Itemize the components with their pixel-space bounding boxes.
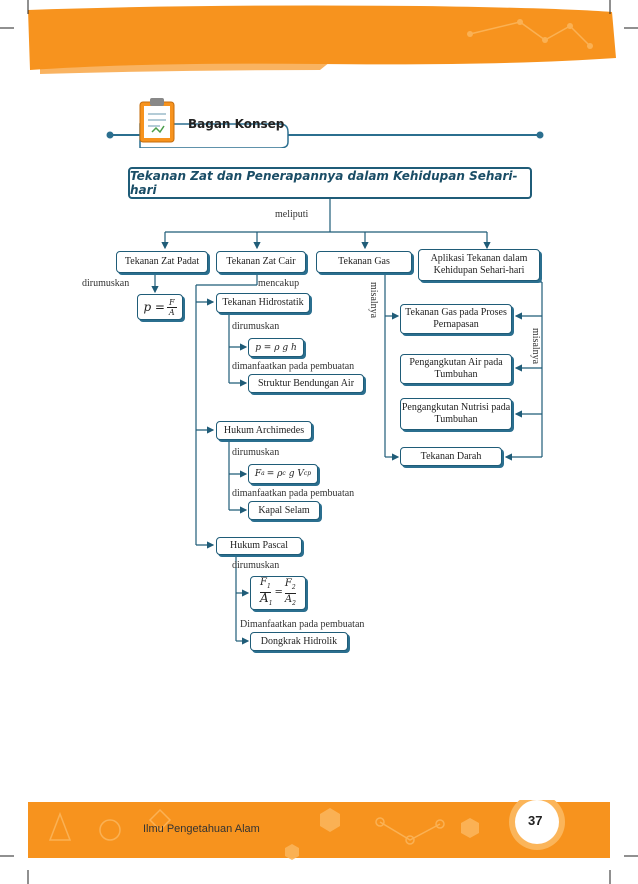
formula-padat-den: A bbox=[168, 307, 175, 317]
formula-arch-fa-sub: a bbox=[261, 470, 265, 477]
formula-arch-rho-sub: c bbox=[282, 470, 286, 477]
formula-pascal-s2: 2 bbox=[291, 583, 296, 591]
formula-padat-num: F bbox=[167, 297, 177, 308]
node-struktur-bendungan-air: Struktur Bendungan Air bbox=[248, 374, 364, 393]
formula-pascal-t2: 2 bbox=[292, 599, 296, 607]
node-aplikasi-tekanan: Aplikasi Tekanan dalam Kehidupan Sehari-… bbox=[418, 249, 540, 281]
node-pengangkutan-air: Pengangkutan Air pada Tumbuhan bbox=[400, 354, 512, 384]
node-tekanan-zat-cair: Tekanan Zat Cair bbox=[216, 251, 306, 273]
formula-arch-v-sub: cp bbox=[303, 470, 312, 477]
footer-book-title: Ilmu Pengetahuan Alam bbox=[143, 823, 260, 835]
node-hukum-pascal: Hukum Pascal bbox=[216, 537, 302, 555]
node-kapal-selam: Kapal Selam bbox=[248, 501, 320, 520]
node-tekanan-darah: Tekanan Darah bbox=[400, 447, 502, 466]
footer-band bbox=[28, 800, 610, 860]
formula-padat-lhs: p = bbox=[143, 300, 165, 314]
formula-arch-g: g V bbox=[288, 469, 304, 479]
connector-dimanfaatkan-archimedes: dimanfaatkan pada pembuatan bbox=[232, 488, 355, 499]
header-band bbox=[28, 5, 616, 74]
formula-hidrostatik: p = ρ g h bbox=[248, 338, 304, 357]
formula-pascal-t1: 1 bbox=[268, 600, 273, 607]
clipboard-icon bbox=[139, 98, 175, 143]
node-dongkrak-hidrolik: Dongkrak Hidrolik bbox=[250, 632, 348, 651]
connector-mencakup: mencakup bbox=[258, 278, 300, 289]
page-number: 37 bbox=[528, 813, 543, 828]
connector-meliputi: meliputi bbox=[275, 209, 309, 220]
node-hukum-archimedes: Hukum Archimedes bbox=[216, 421, 312, 440]
connector-dirumuskan-pascal: dirumuskan bbox=[232, 560, 280, 571]
formula-pascal: F1 A1 = F2 A2 bbox=[250, 576, 306, 610]
formula-pascal-f1: F bbox=[260, 577, 267, 588]
header-label: Bagan Konsep bbox=[188, 117, 285, 131]
connector-dirumuskan-archimedes: dirumuskan bbox=[232, 447, 280, 458]
header-rule bbox=[106, 123, 544, 148]
formula-pascal-a2: A bbox=[284, 593, 293, 605]
node-tekanan-gas-pernapasan: Tekanan Gas pada Proses Pernapasan bbox=[400, 304, 512, 334]
formula-tekanan-padat: p = F A bbox=[137, 294, 183, 320]
formula-pascal-s1: 1 bbox=[266, 583, 271, 590]
connector-dirumuskan-hidrostatik: dirumuskan bbox=[232, 321, 280, 332]
formula-arch-eq: = ρ bbox=[266, 469, 283, 479]
node-tekanan-hidrostatik: Tekanan Hidrostatik bbox=[216, 293, 310, 313]
node-tekanan-gas: Tekanan Gas bbox=[316, 251, 412, 273]
connector-dimanfaatkan-hidrostatik: dimanfaatkan pada pembuatan bbox=[232, 361, 355, 372]
formula-arch-fa: F bbox=[254, 469, 262, 479]
connector-dirumuskan-padat: dirumuskan bbox=[82, 278, 130, 289]
diagram-title: Tekanan Zat dan Penerapannya dalam Kehid… bbox=[128, 167, 532, 199]
node-tekanan-zat-padat: Tekanan Zat Padat bbox=[116, 251, 208, 273]
node-pengangkutan-nutrisi: Pengangkutan Nutrisi pada Tumbuhan bbox=[400, 398, 512, 430]
connector-misalnya-aplikasi: misalnya bbox=[530, 328, 541, 365]
connector-dimanfaatkan-pascal: Dimanfaatkan pada pembuatan bbox=[240, 619, 365, 630]
connector-misalnya-gas: misalnya bbox=[368, 282, 379, 319]
formula-pascal-eq: = bbox=[274, 587, 283, 598]
formula-pascal-f2: F bbox=[284, 577, 292, 589]
formula-pascal-a1: A bbox=[260, 591, 269, 605]
